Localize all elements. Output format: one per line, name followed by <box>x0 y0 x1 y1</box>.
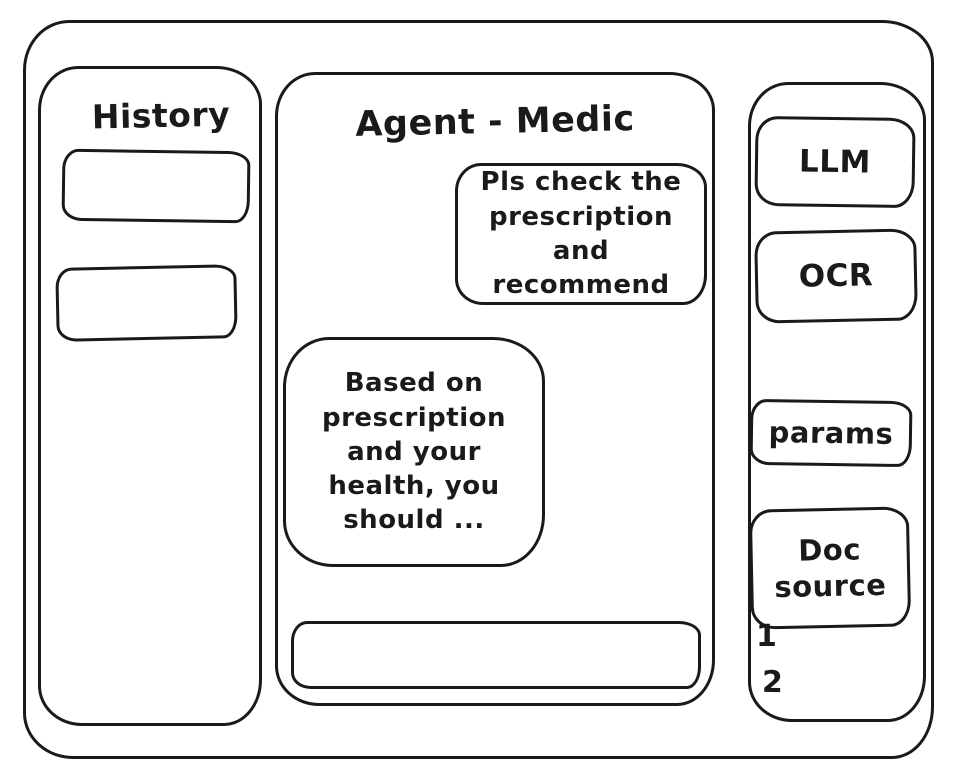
chat-input[interactable] <box>291 621 701 689</box>
history-item[interactable] <box>61 148 251 224</box>
message-bubble-user: Pls check the prescription and recommend <box>455 163 707 305</box>
history-title: History <box>91 94 231 137</box>
doc-source-item[interactable]: 1 <box>756 619 778 654</box>
chat-title: Agent - Medic <box>354 99 636 145</box>
history-item[interactable] <box>55 264 238 342</box>
llm-button[interactable]: LLM <box>754 115 916 209</box>
message-bubble-assistant: Based on prescription and your health, y… <box>283 337 545 567</box>
doc-source-button[interactable]: Doc source <box>748 506 912 630</box>
params-button[interactable]: params <box>749 398 913 468</box>
doc-source-item[interactable]: 2 <box>761 664 784 701</box>
ocr-button[interactable]: OCR <box>754 228 918 324</box>
